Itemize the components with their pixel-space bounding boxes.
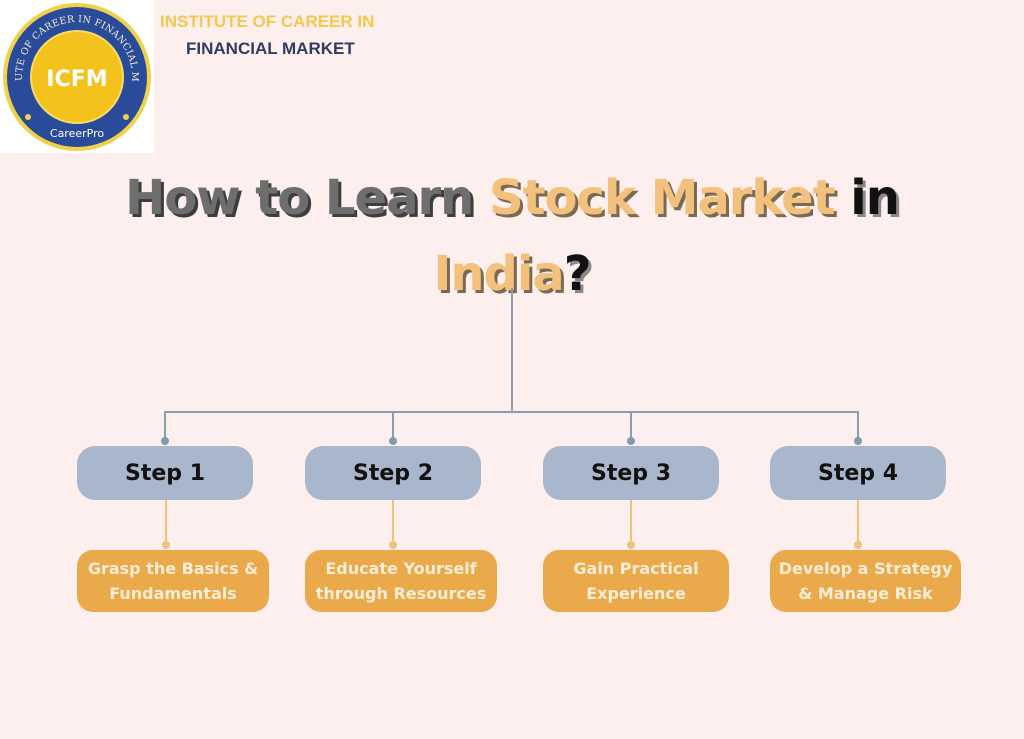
connector-branch-1 [164, 411, 166, 441]
brand-line-2: FINANCIAL MARKET [186, 39, 355, 58]
step-2-label: Step 2 [353, 460, 433, 486]
connector-branch-3 [630, 411, 632, 441]
detail-dot-2 [389, 541, 397, 549]
detail-dot-1 [162, 541, 170, 549]
step-2-detail: Educate Yourself through Resources [305, 550, 497, 612]
detail-dot-3 [627, 541, 635, 549]
step-1-detail-line-1: Grasp the Basics & [87, 559, 259, 578]
step-2-box: Step 2 [305, 446, 481, 500]
connector-branch-4 [857, 411, 859, 441]
svg-text:ICFM: ICFM [46, 67, 107, 92]
title-highlight-stock-market: Stock Market [489, 170, 836, 226]
detail-connector-2 [392, 500, 394, 545]
step-4-label: Step 4 [818, 460, 898, 486]
step-3-detail: Gain Practical Experience [543, 550, 729, 612]
step-1-detail: Grasp the Basics & Fundamentals [77, 550, 269, 612]
detail-dot-4 [854, 541, 862, 549]
title-part-1: How to Learn [125, 170, 490, 226]
connector-trunk [511, 288, 513, 412]
page-title: How to Learn Stock Market in India? [0, 160, 1024, 312]
detail-connector-4 [857, 500, 859, 545]
connector-dot-1 [161, 437, 169, 445]
svg-text:CareerPro: CareerPro [50, 127, 104, 140]
step-3-detail-line-1: Gain Practical [573, 559, 699, 578]
step-3-detail-line-2: Experience [586, 584, 686, 603]
connector-dot-3 [627, 437, 635, 445]
step-2-detail-line-1: Educate Yourself [325, 559, 477, 578]
step-1-box: Step 1 [77, 446, 253, 500]
brand-name: INSTITUTE OF CAREER IN FINANCIAL MARKET [160, 8, 374, 62]
step-4-detail: Develop a Strategy & Manage Risk [770, 550, 961, 612]
connector-horizontal [165, 411, 859, 413]
step-2-detail-line-2: through Resources [315, 584, 487, 603]
icfm-logo-icon: INSTITUTE OF CAREER IN FINANCIAL MARKET … [0, 0, 151, 151]
step-1-label: Step 1 [125, 460, 205, 486]
connector-dot-4 [854, 437, 862, 445]
step-4-box: Step 4 [770, 446, 946, 500]
title-highlight-india: India [433, 246, 564, 302]
title-part-3: in [834, 170, 900, 226]
step-4-detail-line-1: Develop a Strategy [778, 559, 953, 578]
logo: INSTITUTE OF CAREER IN FINANCIAL MARKET … [0, 0, 154, 153]
brand-line-1: INSTITUTE OF CAREER IN [160, 12, 375, 31]
detail-connector-1 [165, 500, 167, 545]
step-3-box: Step 3 [543, 446, 719, 500]
step-4-detail-line-2: & Manage Risk [798, 584, 933, 603]
connector-branch-2 [392, 411, 394, 441]
title-question-mark: ? [563, 246, 592, 302]
step-1-detail-line-2: Fundamentals [109, 584, 237, 603]
step-3-label: Step 3 [591, 460, 671, 486]
connector-dot-2 [389, 437, 397, 445]
detail-connector-3 [630, 500, 632, 545]
